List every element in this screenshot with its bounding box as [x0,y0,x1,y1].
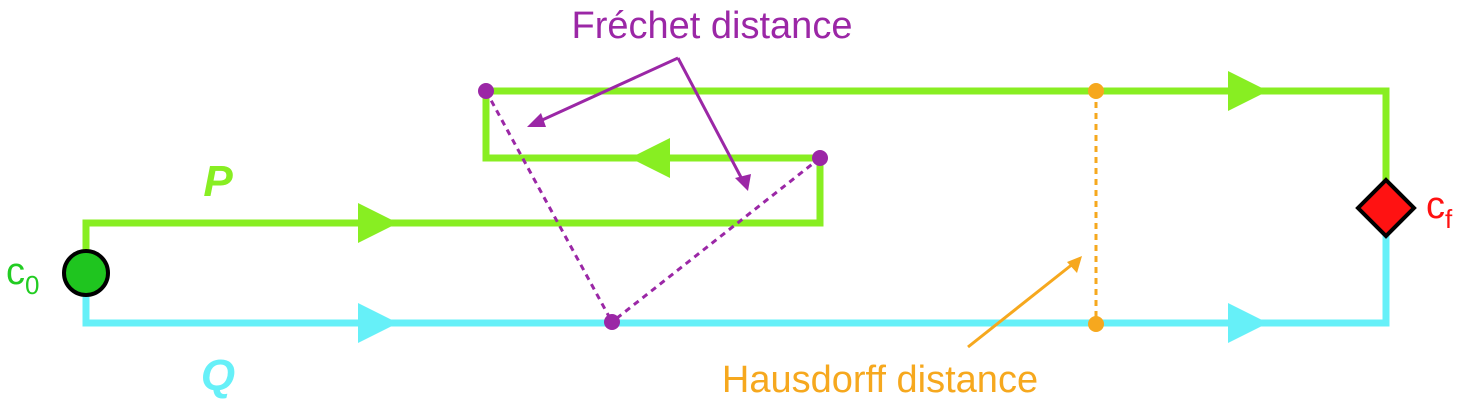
start-label-sub: 0 [25,270,39,300]
curve-q-path [82,208,1390,327]
end-marker [1355,177,1417,239]
curve-p-arrow-right-1 [358,203,398,243]
frechet-arrowhead-left [527,113,546,127]
start-label-base: c [6,251,25,293]
frechet-arrowhead-right [735,174,751,191]
end-label: cf [1426,185,1453,234]
curve-p-label: P [203,157,233,206]
hausdorff-point-bottom [1088,316,1104,332]
frechet-point-right [812,150,828,166]
hausdorff-arrowhead [1067,256,1082,273]
hausdorff-label: Hausdorff distance [722,359,1038,401]
curve-p-arrow-left [630,138,670,178]
curve-q-arrow-right-2 [1228,303,1268,343]
end-label-sub: f [1445,204,1453,234]
frechet-dashed-line-2 [611,156,821,324]
curve-q-arrow-right-1 [358,303,398,343]
frechet-point-bottom [604,314,620,330]
frechet-pointer-arrows [539,56,746,184]
frechet-dashed-line-1 [484,90,614,323]
end-label-base: c [1426,185,1445,227]
curve-p-arrow-right-2 [1228,71,1268,111]
hausdorff-pointer-arrow [967,261,1075,349]
curve-p-path [82,87,1390,272]
start-label: c0 [6,251,39,300]
frechet-label: Fréchet distance [572,5,853,47]
start-marker [62,249,110,297]
curve-q-label: Q [201,351,235,400]
frechet-point-top [478,83,494,99]
hausdorff-point-top [1088,83,1104,99]
